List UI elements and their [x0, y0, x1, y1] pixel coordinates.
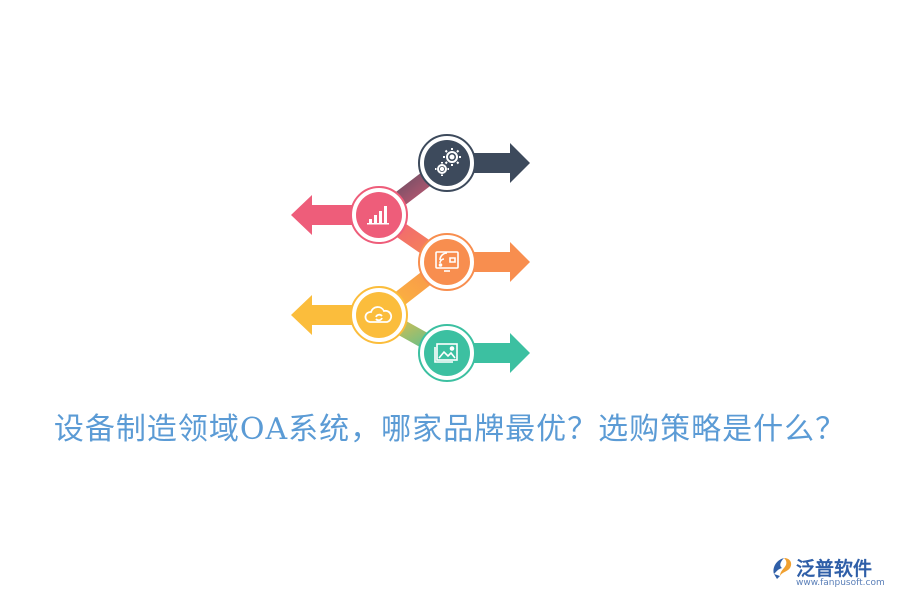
screen-share-icon	[435, 251, 459, 272]
arrow-1	[470, 143, 530, 183]
bar-signal-icon	[367, 206, 389, 225]
step-circle-4	[350, 286, 408, 344]
brand-logo-icon	[773, 558, 792, 579]
arrow-2	[291, 195, 356, 235]
step-circle-3	[418, 233, 476, 291]
arrow-3	[470, 242, 530, 282]
image-gallery-icon	[434, 343, 458, 363]
brand-url: www.fanpusoft.com	[796, 578, 885, 588]
cloud-sync-icon	[364, 306, 393, 323]
arrow-4	[291, 295, 356, 335]
page-title: 设备制造领域OA系统，哪家品牌最优？选购策略是什么？	[53, 412, 847, 447]
step-circle-5	[418, 324, 476, 382]
brand-name: 泛普软件	[796, 558, 873, 580]
arrows	[291, 143, 530, 373]
step-circle-1	[418, 134, 476, 192]
gears-icon	[435, 148, 461, 176]
step-circle-2	[350, 186, 408, 244]
arrow-5	[470, 333, 530, 373]
brand-logo[interactable]: 泛普软件 www.fanpusoft.com	[770, 554, 894, 594]
